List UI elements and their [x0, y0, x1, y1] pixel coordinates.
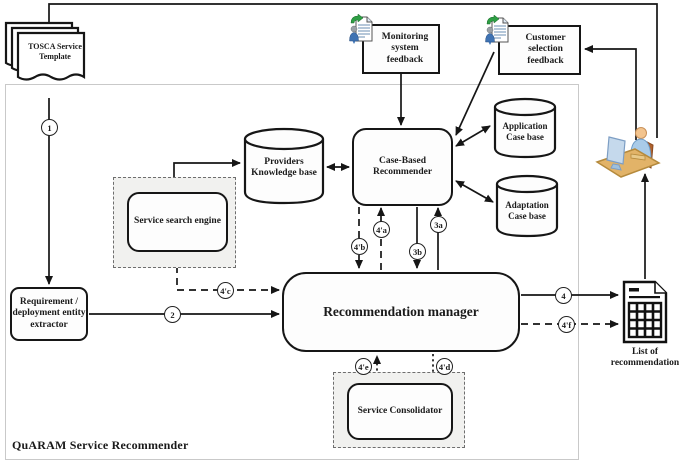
monitoring-feedback-label: Monitoring system feedback [381, 32, 429, 65]
system-title: QuARAM Service Recommender [12, 438, 189, 452]
service-search-engine-label: Service search engine [134, 216, 221, 227]
step-marker-4: 4 [555, 287, 572, 304]
step-marker-4d: 4'd [436, 358, 453, 375]
list-document-icon [622, 280, 668, 344]
entity-extractor-label: Requirement / deployment entity extracto… [12, 297, 86, 330]
entity-extractor-box: Requirement / deployment entity extracto… [10, 287, 88, 341]
step-marker-4b: 4'b [351, 238, 368, 255]
customer-feedback-label: Customer selection feedback [525, 33, 566, 66]
providers-kb-cylinder: Providers Knowledge base [243, 127, 325, 205]
feedback-doc-icon [485, 14, 509, 45]
recommendation-manager-box: Recommendation manager [282, 272, 520, 352]
step-marker-4e: 4'e [355, 358, 372, 375]
step-marker-1: 1 [41, 119, 58, 136]
step-marker-4a: 4'a [373, 221, 390, 238]
service-search-engine-box: Service search engine [127, 192, 228, 252]
connector-selection-to-cbr [455, 51, 495, 136]
step-marker-2: 2 [164, 306, 181, 323]
application-case-base-label: Application Case base [502, 121, 548, 142]
feedback-doc-icon [349, 13, 373, 44]
monitoring-feedback-box: Monitoring system feedback [362, 24, 440, 74]
case-based-recommender-label: Case-Based Recommender [372, 155, 433, 177]
service-consolidator-box: Service Consolidator [347, 383, 453, 440]
list-of-recommendation-label: List of recommendation [610, 347, 680, 369]
customer-feedback-box: Customer selection feedback [498, 25, 581, 75]
providers-kb-label: Providers Knowledge base [251, 157, 317, 179]
step-marker-4f: 4'f [558, 316, 575, 333]
adaptation-case-base-cylinder: Adaptation Case base [495, 174, 559, 238]
application-case-base-cylinder: Application Case base [493, 97, 557, 159]
step-marker-4c: 4'c [217, 282, 234, 299]
document-stack-icon [4, 20, 98, 110]
step-marker-3a: 3a [430, 216, 447, 233]
adaptation-case-base-label: Adaptation Case base [505, 200, 549, 221]
service-consolidator-label: Service Consolidator [357, 405, 443, 416]
connector-customer-to-tosca [48, 3, 658, 138]
person-at-desk-icon [595, 120, 661, 180]
step-marker-3b: 3b [409, 243, 426, 260]
tosca-template-label: TOSCA Service Template [28, 42, 82, 61]
connector-cbr-adaptation [455, 180, 494, 203]
case-based-recommender-box: Case-Based Recommender [352, 128, 453, 206]
connector-cbr-application [455, 125, 491, 147]
connector-customer-to-feedback [584, 45, 637, 140]
recommendation-manager-label: Recommendation manager [323, 304, 479, 320]
